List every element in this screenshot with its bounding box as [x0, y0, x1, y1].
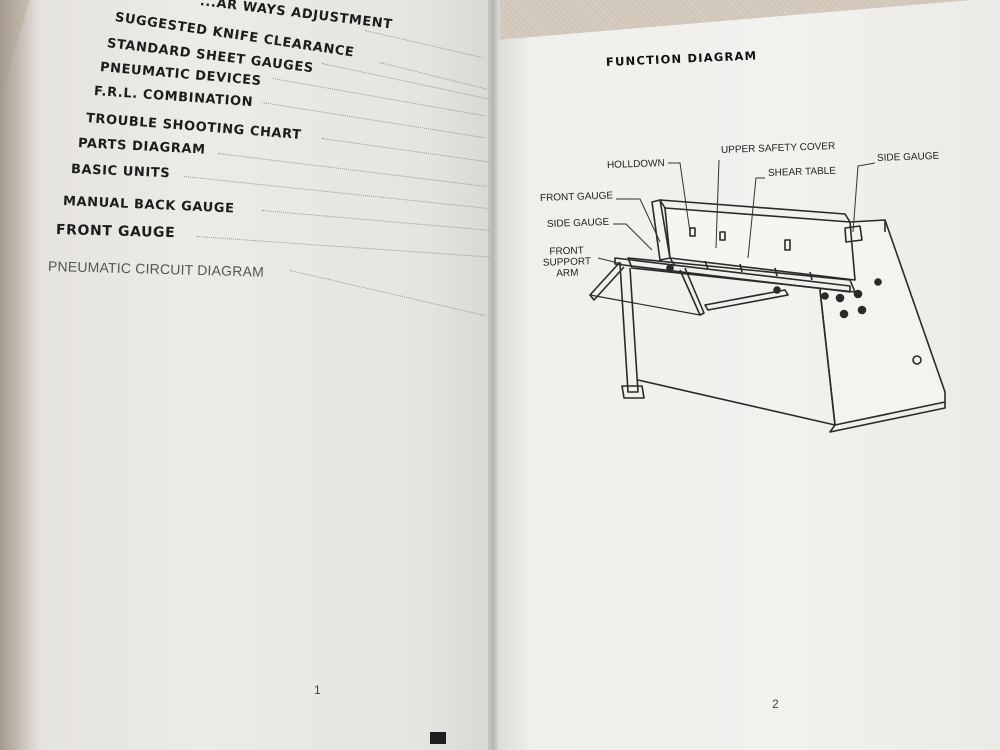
- left-page-shadow: [0, 0, 40, 750]
- page-number: 2: [772, 697, 779, 711]
- page-number: 1: [314, 683, 321, 697]
- left-page: [0, 0, 500, 750]
- page-edge-shadow: [430, 732, 446, 744]
- shear-machine-drawing: [589, 199, 946, 433]
- book-gutter: [488, 0, 498, 750]
